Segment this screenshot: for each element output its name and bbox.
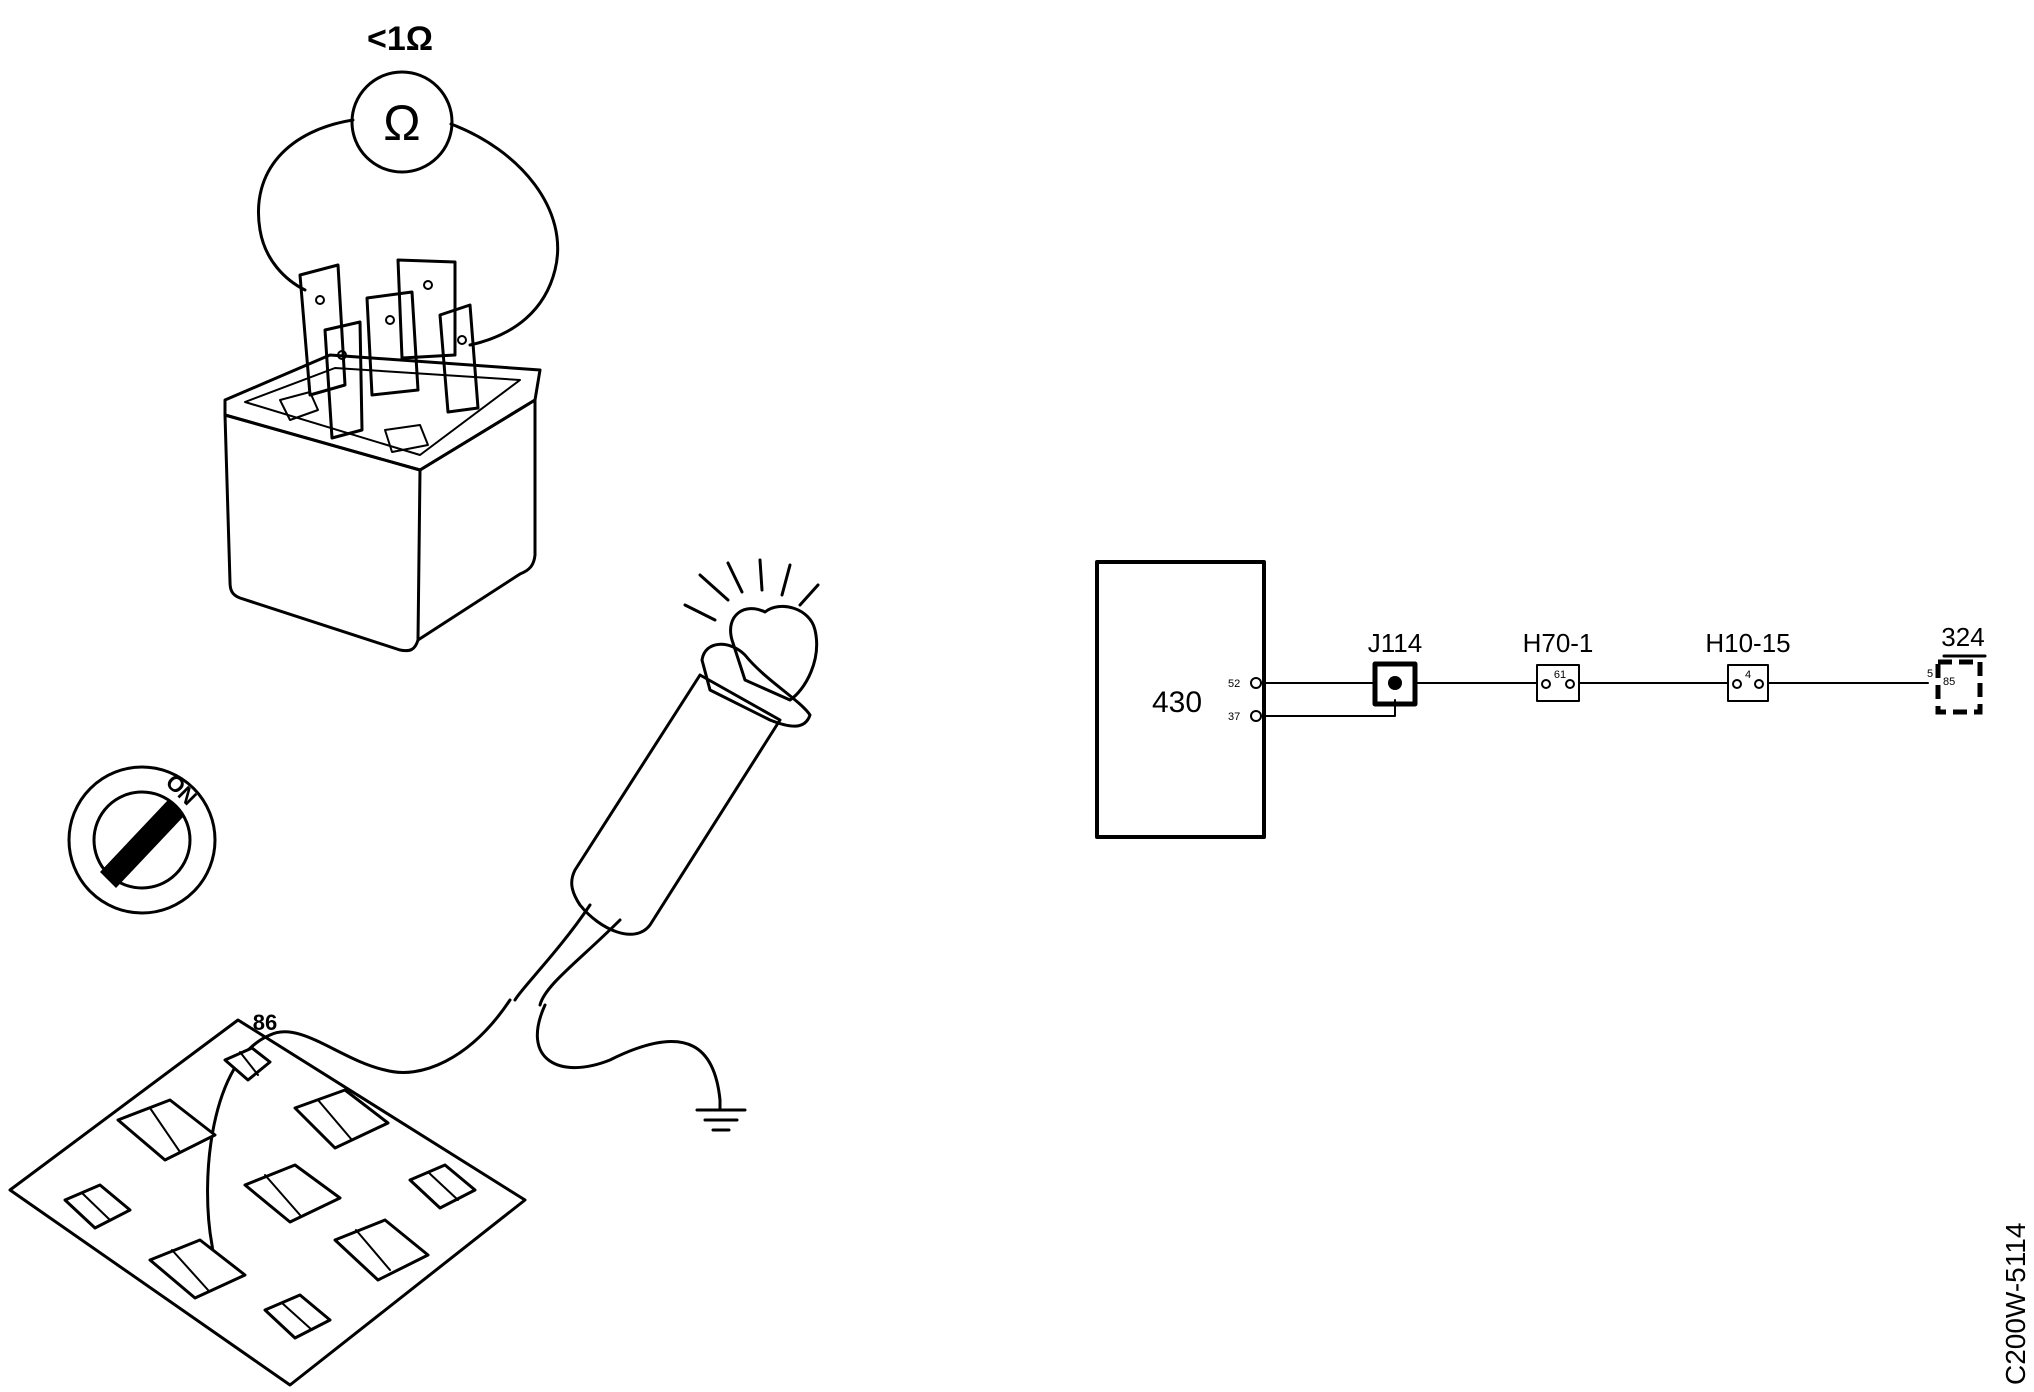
connector-h70-1-box — [1536, 664, 1580, 702]
pin-37-terminal — [1250, 710, 1262, 722]
connector-2-id-label: H10-15 — [1705, 628, 1790, 658]
splice-id-label: J114 — [1368, 628, 1422, 658]
splice-j114-box — [1372, 661, 1418, 707]
connector-1-id-label: H70-1 — [1523, 628, 1594, 658]
fuse-box-socket-icon: 86 — [8, 1010, 527, 1387]
module-430-box — [1095, 560, 1266, 839]
connector-2-pin-label: 4 — [1745, 669, 1751, 681]
ohm-symbol: Ω — [383, 95, 420, 151]
connector-h10-15-box — [1727, 664, 1769, 702]
module-pin-bottom-label: 37 — [1228, 711, 1240, 723]
module-id-label: 430 — [1152, 686, 1202, 719]
relay-id-label: 324 — [1941, 622, 1984, 652]
relay-324-box — [1935, 659, 1983, 715]
module-pin-top-label: 52 — [1228, 678, 1240, 690]
ignition-key-icon: ON — [67, 765, 217, 915]
socket-terminal-label: 86 — [253, 1010, 277, 1035]
test-lamp-icon — [383, 558, 820, 1102]
ohm-reading-label: <1Ω — [367, 20, 433, 58]
relay-pin-outer-label: 5 — [1927, 668, 1933, 680]
relay-icon — [223, 258, 542, 653]
figure-code-label: C200W-5114 — [2000, 1223, 2031, 1385]
connector-1-pin-label: 61 — [1554, 669, 1566, 681]
splice-dot — [1388, 676, 1402, 690]
relay-pin-inner-label: 85 — [1943, 676, 1955, 688]
wiring-schematic: 430 52 37 J114 H70-1 61 H10-15 4 324 5 8… — [1095, 560, 1987, 839]
pin-52-terminal — [1250, 677, 1262, 689]
ohmmeter-icon: <1Ω Ω — [257, 20, 560, 347]
ground-icon — [695, 1098, 747, 1132]
